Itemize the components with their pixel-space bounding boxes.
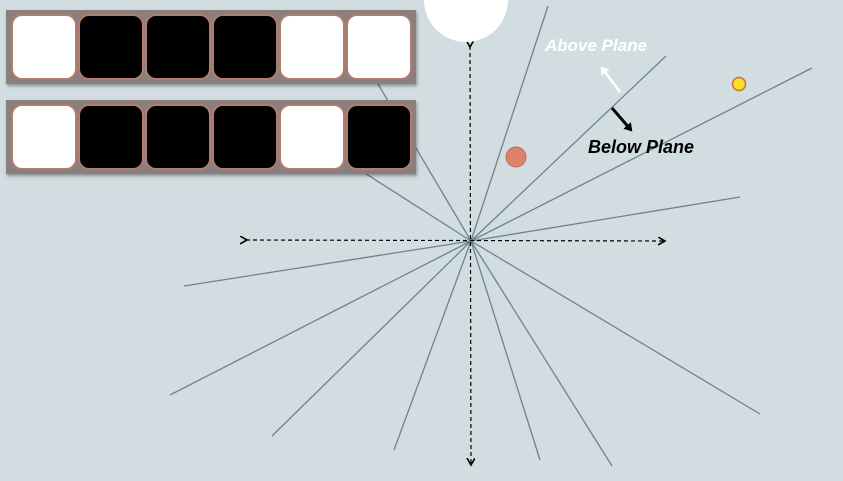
below-plane-arrow [610, 107, 633, 132]
bit-cell [144, 104, 211, 170]
bit-cell [278, 14, 345, 80]
y-axis [470, 46, 471, 464]
hyperplane-ray [169, 240, 472, 396]
bit-cell [211, 104, 278, 170]
hyperplane-ray [470, 5, 549, 242]
hyperplane-ray [470, 240, 761, 415]
x-axis [246, 240, 664, 241]
bit-cell [77, 104, 144, 170]
below-plane-label: Below Plane [588, 137, 695, 157]
yellow-point [731, 76, 747, 92]
hyperplane-ray [470, 67, 813, 242]
bit-cell [77, 14, 144, 80]
hyperplane-rays [169, 5, 813, 467]
bit-vector-row-2 [6, 100, 416, 174]
bit-cell [345, 14, 412, 80]
bit-cell [345, 104, 412, 170]
hyperplane-ray [470, 55, 667, 242]
hyperplane-ray [470, 240, 541, 461]
hyperplane-ray [271, 240, 472, 437]
bit-cell [278, 104, 345, 170]
hyperplane-ray [183, 240, 472, 287]
bit-cell [144, 14, 211, 80]
bit-vector-row-1 [6, 10, 416, 84]
bit-cell [10, 14, 77, 80]
bit-cell [211, 14, 278, 80]
hyperplane-ray [359, 169, 472, 242]
above-plane-label: Above Plane [545, 36, 648, 55]
hyperplane-ray [470, 196, 741, 242]
bit-cell [10, 104, 77, 170]
above-plane-arrow [600, 66, 621, 93]
orange-point [505, 146, 527, 168]
hyperplane-ray [470, 240, 613, 467]
hyperplane-ray [393, 240, 472, 451]
